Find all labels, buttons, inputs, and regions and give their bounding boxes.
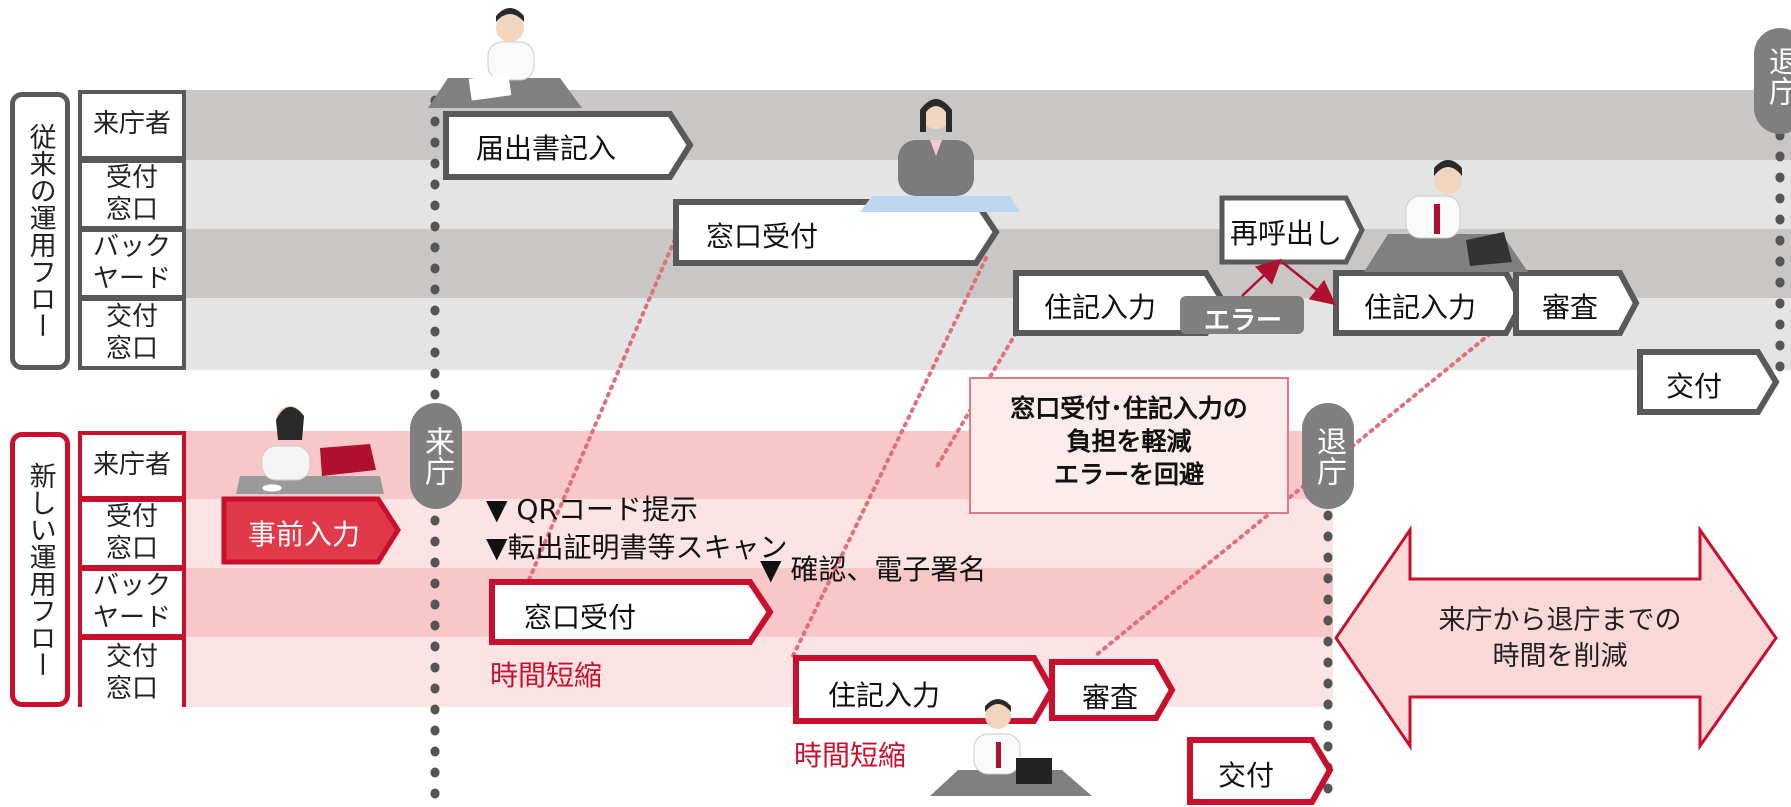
traditional-role-visitor: 来庁者 (82, 94, 182, 156)
step-recall: 再呼出し (1230, 217, 1343, 250)
callout-line-2: 負担を軽減 (1066, 427, 1192, 456)
step-delivery: 交付 (1666, 370, 1723, 403)
traditional-role-reception: 受付 窓口 (82, 163, 182, 226)
step-resident-entry-2: 住記入力 (1364, 291, 1477, 324)
new-role-reception: 受付 窓口 (82, 502, 182, 565)
traditional-role-delivery: 交付 窓口 (82, 301, 182, 366)
step-resident-entry-1: 住記入力 (1044, 291, 1157, 324)
new-flow-label: 新しい運用フロー (10, 432, 70, 707)
step-form-entry: 届出書記入 (476, 132, 617, 165)
recall-to-entry-arrow (1281, 261, 1336, 306)
callout-line-3: エラーを回避 (1053, 460, 1204, 489)
new-leave-marker: 退庁 (1302, 403, 1354, 509)
step-review: 審査 (1542, 291, 1599, 324)
visitor-laptop-icon (236, 406, 384, 494)
comparison-lines (526, 230, 1492, 660)
summary-arrow-text: 来庁から退庁までの 時間を削減 (1420, 603, 1700, 676)
new-step-counter-reception: 窓口受付 (524, 601, 637, 634)
new-step-delivery: 交付 (1218, 759, 1275, 792)
summary-line-1: 来庁から退庁までの (1438, 605, 1682, 636)
new-role-visitor: 来庁者 (82, 435, 182, 496)
person-writing-icon (428, 8, 582, 108)
traditional-step-arrows (443, 111, 1780, 415)
callout-line-1: 窓口受付･住記入力の (1010, 394, 1248, 423)
step-counter-reception: 窓口受付 (706, 220, 819, 253)
new-backyard-staff-icon (930, 699, 1092, 796)
note-confirm-signature: ▼ 確認、電子署名 (760, 553, 987, 586)
traditional-role-backyard: バック ヤード (82, 232, 182, 295)
traditional-flow-label: 従来の運用フロー (10, 92, 70, 370)
note-time-saved-1: 時間短縮 (490, 659, 603, 692)
note-qr-code: ▼ QRコード提示 (486, 493, 698, 526)
traditional-leave-marker: 退庁 (1754, 28, 1791, 134)
new-step-review: 審査 (1082, 681, 1139, 714)
reception-staff-icon (860, 99, 1020, 212)
new-role-backyard: バック ヤード (82, 571, 182, 634)
note-scan-certificate: ▼転出証明書等スキャン (486, 531, 788, 564)
benefit-callout-box (969, 377, 1289, 514)
new-role-delivery: 交付 窓口 (82, 640, 182, 707)
error-to-recall-arrow (1241, 258, 1282, 297)
new-step-arrows (221, 496, 1334, 805)
benefit-callout-text: 窓口受付･住記入力の 負担を軽減 エラーを回避 (970, 392, 1288, 491)
note-time-saved-2: 時間短縮 (794, 739, 907, 772)
arrival-marker: 来庁 (410, 403, 462, 509)
step-pre-entry: 事前入力 (248, 518, 361, 551)
time-reduction-double-arrow (1334, 525, 1778, 751)
summary-line-2: 時間を削減 (1492, 641, 1628, 673)
backyard-staff-icon (1364, 160, 1528, 272)
error-badge: エラー (1204, 306, 1283, 336)
new-step-resident-entry: 住記入力 (828, 679, 941, 712)
